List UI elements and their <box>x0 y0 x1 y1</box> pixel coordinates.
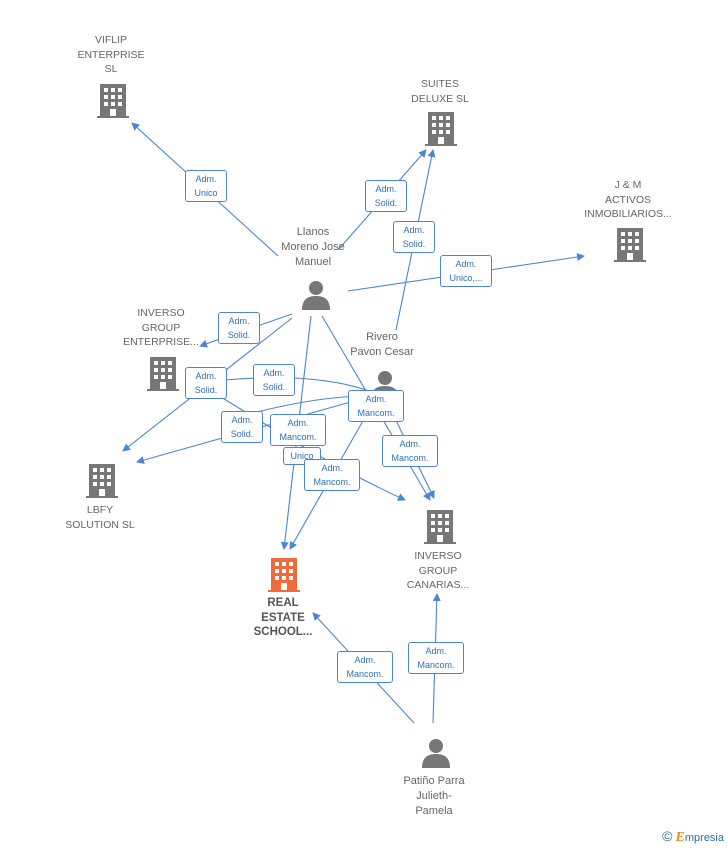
edge-label-patino-real[interactable]: Adm. Mancom. <box>337 651 393 683</box>
brand-e: E <box>675 830 685 845</box>
company-label-viflip[interactable]: VIFLIP ENTERPRISE SL <box>77 34 145 75</box>
company-label-inverso-can[interactable]: INVERSO GROUP CANARIAS... <box>406 550 470 591</box>
edge-label-llanos-inverso-ent[interactable]: Adm. Solid. <box>218 312 260 344</box>
edge-label-llanos-lbfy-1[interactable]: Adm. Solid. <box>185 367 227 399</box>
edge-label-llanos-jm[interactable]: Adm. Unico,... <box>440 255 492 287</box>
person-label-patino[interactable]: Patiño Parra Julieth- Pamela <box>403 775 465 817</box>
edge-label-rivero-mancom-2[interactable]: Adm. Mancom. <box>270 414 326 446</box>
edge-label-patino-inverso-can[interactable]: Adm. Mancom. <box>408 642 464 674</box>
person-icon-patino <box>422 739 450 768</box>
company-label-suites[interactable]: SUITES DELUXE SL <box>411 78 469 105</box>
company-label-lbfy[interactable]: LBFY SOLUTION SL <box>65 504 135 531</box>
person-label-llanos[interactable]: Llanos Moreno Jose Manuel <box>281 226 345 268</box>
building-icon-jm <box>614 228 646 262</box>
building-icon-lbfy <box>86 464 118 498</box>
company-label-real-estate[interactable]: REAL ESTATE SCHOOL... <box>253 597 313 638</box>
edge-label-rivero-lbfy[interactable]: Adm. Solid. <box>221 411 263 443</box>
person-label-rivero[interactable]: Rivero Pavon Cesar <box>350 331 414 358</box>
company-label-jm[interactable]: J & M ACTIVOS INMOBILIARIOS... <box>584 179 672 220</box>
edge-label-rivero-mancom-1[interactable]: Adm. Mancom. <box>348 390 404 422</box>
building-icon-viflip <box>97 84 129 118</box>
building-icon-inverso-can <box>424 510 456 544</box>
edge-label-llanos-lbfy-2[interactable]: Adm. Solid. <box>253 364 295 396</box>
brand-text: mpresia <box>684 832 724 844</box>
edge-label-rivero-suites[interactable]: Adm. Solid. <box>393 221 435 253</box>
copyright-icon: © <box>662 828 673 844</box>
building-icon-real-estate <box>268 558 300 592</box>
edge-label-rivero-inverso-can[interactable]: Adm. Mancom. <box>382 435 438 467</box>
edge-label-llanos-mancom[interactable]: Adm. Mancom. <box>304 459 360 491</box>
person-icon-llanos <box>302 281 330 310</box>
building-icon-inverso-ent <box>147 357 179 391</box>
edge-label-llanos-suites[interactable]: Adm. Solid. <box>365 180 407 212</box>
edge-label-llanos-viflip[interactable]: Adm. Unico <box>185 170 227 202</box>
edge-curve-1 <box>225 377 373 393</box>
company-label-inverso-ent[interactable]: INVERSO GROUP ENTERPRISE... <box>123 307 199 348</box>
brand-watermark: © Empresia <box>662 828 724 846</box>
building-icon-suites <box>425 112 457 146</box>
